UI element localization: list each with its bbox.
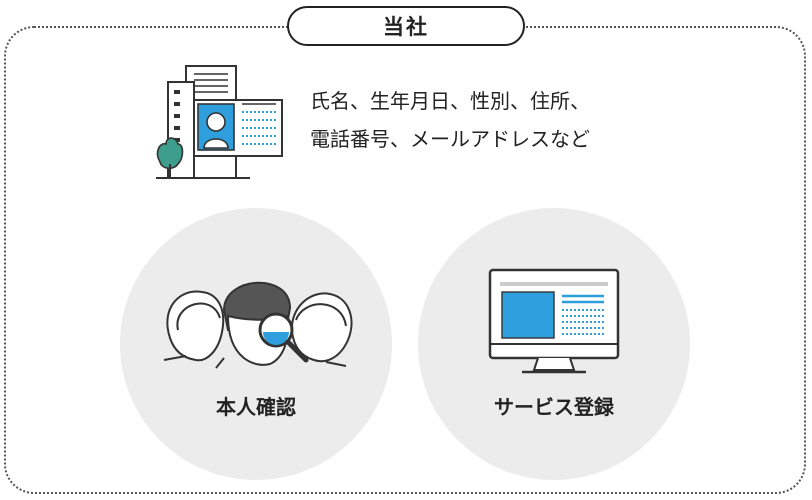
- service-registration-circle: サービス登録: [418, 208, 690, 480]
- circle-label: サービス登録: [494, 395, 614, 419]
- info-line: 氏名、生年月日、性別、住所、: [310, 89, 590, 113]
- circle-label: 本人確認: [216, 395, 296, 419]
- title-text: 当社: [383, 15, 429, 39]
- building-id-card-icon: [156, 65, 283, 179]
- identity-verification-circle: 本人確認: [120, 208, 392, 480]
- people-magnifier-icon: [163, 281, 353, 369]
- info-line: 電話番号、メールアドレスなど: [310, 127, 590, 151]
- title-pill: 当社: [287, 6, 525, 46]
- monitor-icon: [488, 268, 620, 374]
- personal-info-text: 氏名、生年月日、性別、住所、 電話番号、メールアドレスなど: [310, 82, 730, 158]
